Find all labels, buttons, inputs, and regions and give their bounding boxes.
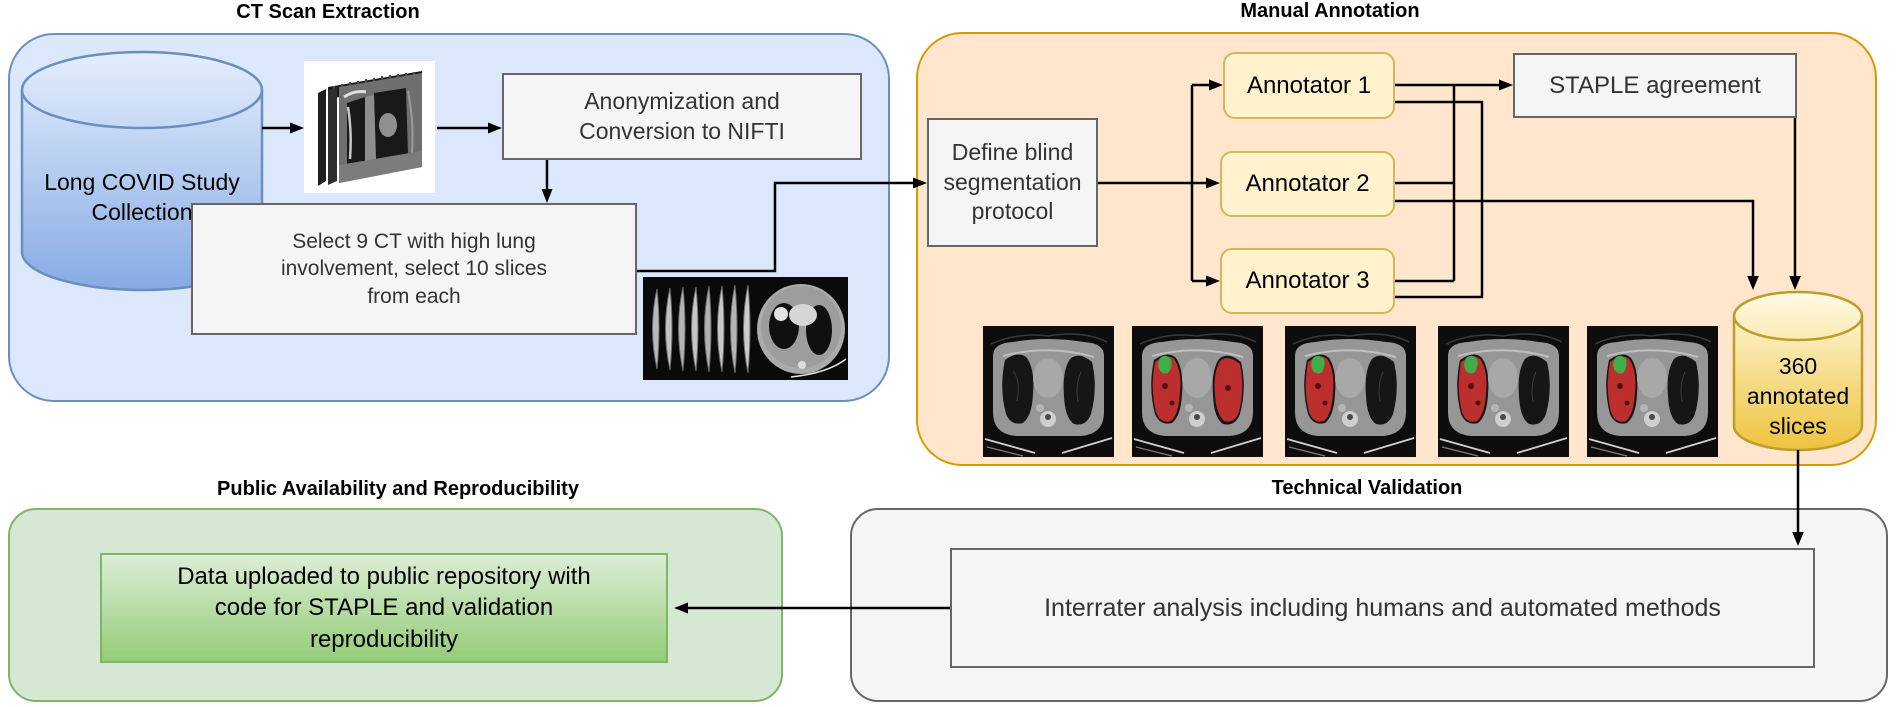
protocol-step-box: Define blind segmentation protocol xyxy=(927,118,1098,247)
annotator-box-2: Annotator 2 xyxy=(1220,151,1395,217)
repository-upload-label: Data uploaded to public repository with … xyxy=(177,563,591,653)
annotated-slice-thumb-1 xyxy=(983,326,1114,457)
annotated-slice-thumb-4 xyxy=(1438,326,1569,457)
interrater-analysis-label: Interrater analysis including humans and… xyxy=(1044,593,1721,622)
interrater-analysis-box: Interrater analysis including humans and… xyxy=(950,548,1815,668)
annotator-box-1: Annotator 1 xyxy=(1223,52,1395,119)
repository-upload-box: Data uploaded to public repository with … xyxy=(100,553,668,663)
selection-step-label: Select 9 CT with high lung involvement, … xyxy=(280,230,548,308)
staple-agreement-label: STAPLE agreement xyxy=(1549,71,1761,99)
selection-step-box: Select 9 CT with high lung involvement, … xyxy=(191,203,637,335)
section-title-manual-annotation: Manual Annotation xyxy=(1240,0,1420,22)
annotated-slices-db-label: 360 annotated slices xyxy=(1746,353,1850,439)
section-title-technical-validation: Technical Validation xyxy=(1271,477,1463,499)
collection-db-label: Long COVID Study Collection xyxy=(44,169,240,225)
protocol-step-label: Define blind segmentation protocol xyxy=(943,138,1082,225)
staple-agreement-box: STAPLE agreement xyxy=(1513,53,1797,118)
annotator-box-3: Annotator 3 xyxy=(1220,248,1395,314)
annotator-3-label: Annotator 3 xyxy=(1245,267,1370,295)
anonymization-step-label: Anonymization and Conversion to NIFTI xyxy=(579,87,785,144)
annotator-1-label: Annotator 1 xyxy=(1246,71,1372,99)
annotator-2-label: Annotator 2 xyxy=(1245,170,1370,198)
annotated-slice-thumb-5 xyxy=(1587,326,1718,457)
section-title-public-availability: Public Availability and Reproducibility xyxy=(217,478,579,500)
annotated-slice-thumb-3 xyxy=(1285,326,1416,457)
anonymization-step-box: Anonymization and Conversion to NIFTI xyxy=(502,73,862,160)
annotated-slice-thumb-2 xyxy=(1132,326,1263,457)
section-title-ct-scan-extraction: CT Scan Extraction xyxy=(236,1,420,23)
